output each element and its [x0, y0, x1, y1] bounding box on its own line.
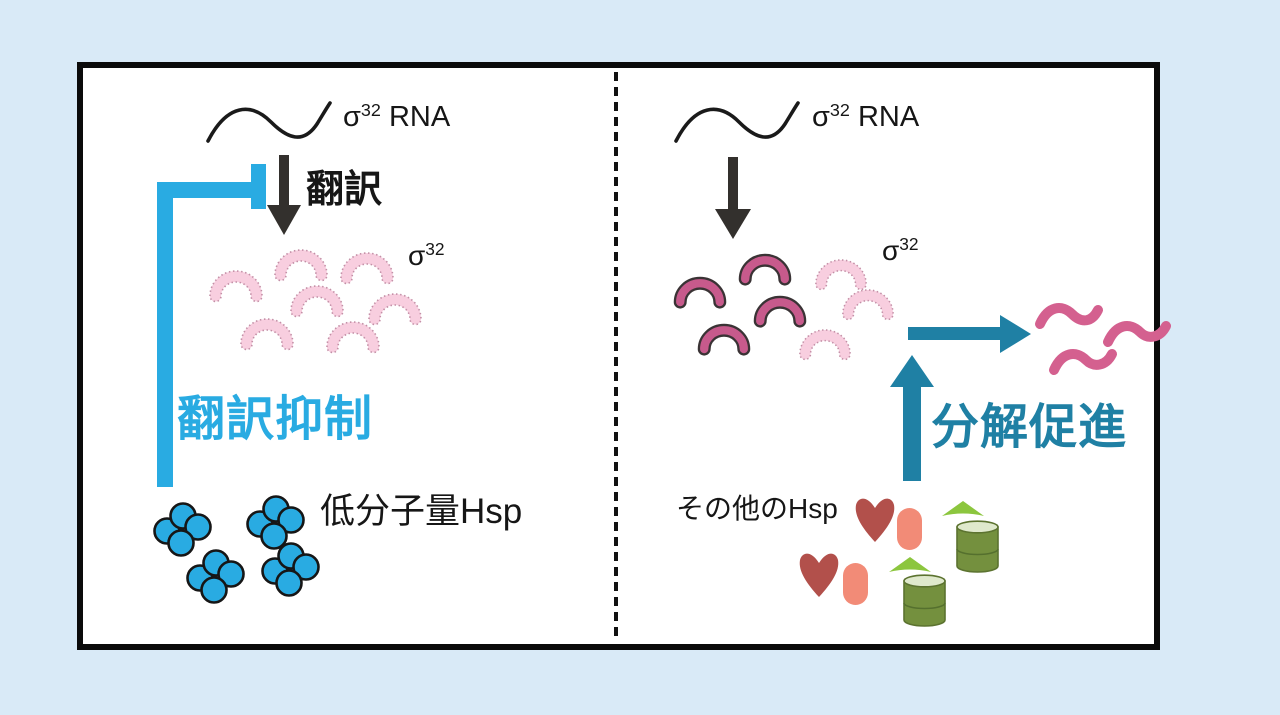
promotion-arrow-icon: [890, 355, 934, 481]
rna-wave-icon: [674, 101, 800, 143]
sigma32-protein-icon: [673, 276, 727, 309]
protease-barrel-icon: [956, 520, 999, 573]
sigma32-protein-icon: [209, 270, 263, 303]
rna-label: σ32 RNA: [812, 100, 920, 133]
inhibition-tbar-stem: [157, 182, 173, 487]
translation-arrow-icon: [715, 157, 751, 239]
sigma32-protein-icon: [326, 321, 380, 354]
small-hsp-cluster-icon: [186, 549, 245, 604]
hsp-pill-icon: [897, 508, 922, 550]
other-hsp-label: その他のHsp: [676, 493, 838, 524]
sigma32-protein-icon: [799, 329, 851, 361]
rna-label-rest: RNA: [849, 101, 920, 133]
sigma32-label-sup: 32: [425, 239, 445, 260]
small-hsp-cluster-icon: [153, 502, 212, 557]
translation-inhibition-headline: 翻訳抑制: [177, 393, 374, 446]
translation-arrow-icon: [267, 155, 301, 235]
hsp-heart-icon: [799, 553, 839, 597]
sigma32-protein-icon: [290, 285, 344, 318]
rna-label: σ32 RNA: [343, 100, 451, 133]
protease-barrel-icon: [903, 574, 946, 627]
small-hsp-cluster-icon: [261, 542, 320, 597]
hsp-heart-icon: [855, 498, 895, 542]
sigma32-protein-icon: [240, 318, 294, 351]
rna-label-rest: RNA: [380, 101, 451, 133]
sigma32-label-sup: 32: [899, 234, 919, 255]
inhibition-tbar-horizontal: [157, 182, 253, 198]
small-hsp-label: 低分子量Hsp: [320, 492, 523, 531]
rna-label-sigma: σ: [812, 101, 830, 133]
hsp-pill-icon: [843, 563, 868, 605]
translation-label: 翻訳: [306, 169, 383, 211]
sigma32-label: σ32: [882, 234, 919, 266]
degraded-rna-fragments-icon: [1035, 303, 1171, 375]
rna-label-sigma: σ: [343, 101, 361, 133]
rna-label-sup: 32: [829, 100, 850, 121]
sigma32-label-sigma: σ: [408, 240, 426, 271]
sigma32-protein-icon: [274, 249, 328, 282]
degradation-arrow-icon: [908, 315, 1031, 353]
sigma32-protein-icon: [340, 252, 394, 285]
panel-divider-dashed-line: [614, 72, 618, 640]
sigma32-protein-icon: [815, 259, 867, 291]
sigma32-protein-icon: [368, 293, 422, 326]
inhibition-tbar-cap: [251, 164, 266, 209]
rna-wave-icon: [206, 101, 332, 143]
degradation-promotion-headline: 分解促進: [931, 401, 1128, 454]
sigma32-label-sigma: σ: [882, 235, 900, 266]
sigma32-protein-icon: [697, 323, 751, 356]
sigma32-protein-icon: [753, 295, 807, 328]
sigma32-label: σ32: [408, 239, 445, 271]
sigma32-protein-icon: [842, 289, 894, 321]
sigma32-protein-icon: [738, 253, 792, 286]
protease-cap-icon: [942, 501, 984, 516]
protease-cap-icon: [889, 557, 931, 572]
small-hsp-cluster-icon: [246, 495, 305, 550]
rna-label-sup: 32: [360, 100, 381, 121]
